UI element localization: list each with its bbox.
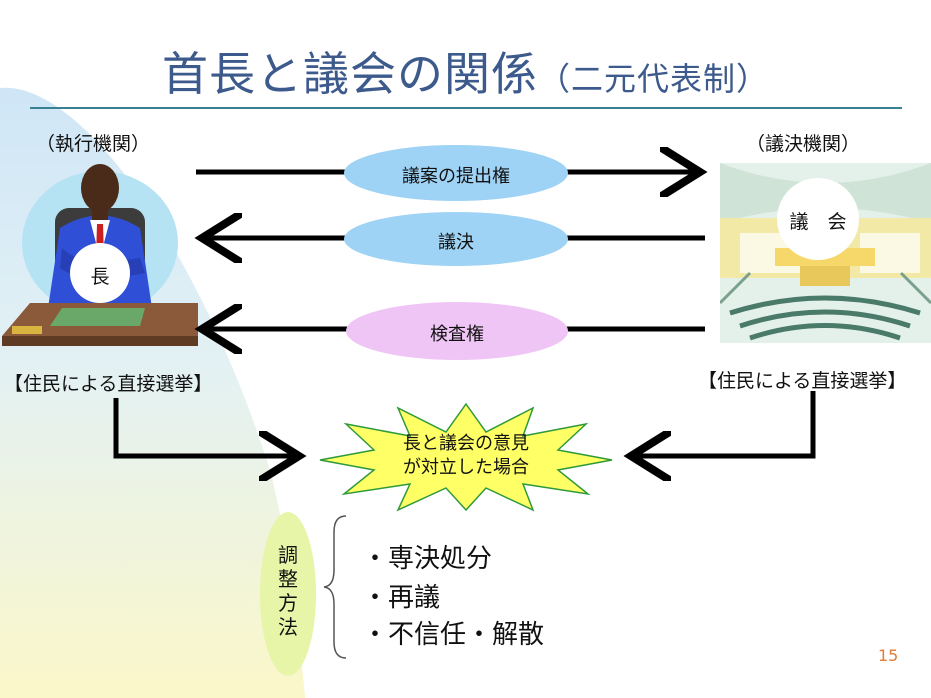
executive-label: （執行機関） bbox=[36, 133, 151, 155]
inspection-bubble bbox=[346, 302, 568, 360]
legislature-label: （議決機関） bbox=[746, 133, 861, 155]
executive-election-label: 【住民による直接選挙】 bbox=[4, 373, 213, 395]
method-item-1: ・専決処分 bbox=[362, 544, 493, 574]
resolution-bubble-label: 議決 bbox=[438, 232, 474, 253]
adjustment-label: 調整方法 bbox=[278, 543, 298, 639]
legislature-election-connector bbox=[636, 391, 816, 456]
page-number: 15 bbox=[878, 646, 899, 665]
resolution-bubble bbox=[344, 212, 568, 266]
assembly-badge-label: 議 会 bbox=[789, 211, 847, 233]
inspection-bubble-label: 検査権 bbox=[430, 324, 484, 345]
proposal-bubble bbox=[344, 145, 568, 201]
assembly-badge bbox=[777, 178, 859, 260]
conflict-line-1: 長と議会の意見 bbox=[403, 433, 529, 454]
mayor-badge bbox=[70, 243, 130, 303]
title-sub: （二元代表制） bbox=[537, 60, 769, 98]
conflict-line-2: が対立した場合 bbox=[403, 457, 529, 478]
mayor-badge-label: 長 bbox=[90, 266, 110, 288]
title-divider bbox=[30, 107, 902, 109]
conflict-starburst bbox=[319, 402, 613, 512]
page-title: 首長と議会の関係（二元代表制） bbox=[0, 38, 931, 104]
conflict-text: 長と議会の意見 が対立した場合 bbox=[318, 432, 614, 480]
adjustment-oval bbox=[260, 512, 316, 676]
proposal-bubble-label: 議案の提出権 bbox=[402, 166, 510, 187]
brace-icon bbox=[323, 515, 347, 659]
method-item-2: ・再議 bbox=[362, 583, 441, 613]
executive-election-connector bbox=[113, 398, 294, 456]
method-item-3: ・不信任・解散 bbox=[362, 620, 545, 650]
title-main: 首長と議会の関係 bbox=[161, 47, 538, 101]
legislature-election-label: 【住民による直接選挙】 bbox=[698, 370, 907, 392]
